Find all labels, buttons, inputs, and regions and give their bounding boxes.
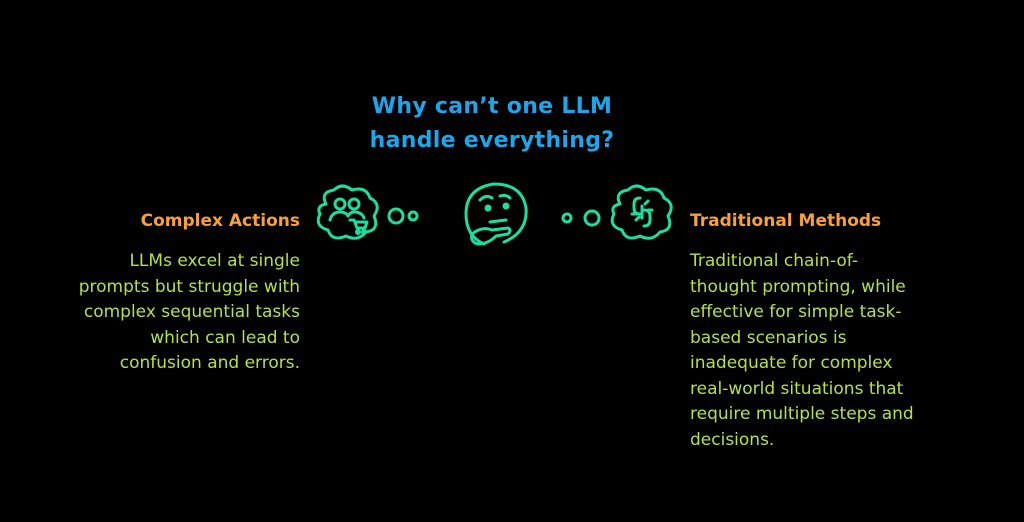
title-line-1: Why can’t one LLM [371, 94, 613, 119]
thinking-hand [470, 226, 512, 246]
thought-dot-small [407, 210, 419, 222]
text-line: inadequate for complex [690, 353, 893, 373]
left-thought-bubble [316, 184, 419, 240]
users-icon-head-1 [333, 197, 347, 211]
complex-actions-heading: Complex Actions [140, 211, 300, 231]
traditional-methods-heading: Traditional Methods [690, 211, 882, 231]
text-line: which can lead to [150, 327, 300, 348]
thought-dot-large [583, 209, 601, 227]
users-icon-head-2 [347, 197, 361, 211]
thought-dot-small [561, 212, 573, 224]
mouth [488, 218, 508, 224]
cloud-outline [316, 184, 379, 240]
text-line: confusion and errors. [119, 353, 300, 373]
text-line: Traditional chain-of- [690, 251, 858, 271]
text-line: effective for simple task- [690, 302, 902, 322]
text-line: complex sequential tasks [83, 302, 300, 322]
thought-dot-large [387, 207, 405, 225]
eyebrow-right [498, 193, 512, 200]
eyebrow-left [478, 194, 494, 202]
text-line: require multiple steps and [690, 404, 914, 424]
title-line-2: handle everything? [369, 128, 615, 153]
traditional-methods-text: Traditional chain-of- thought prompting,… [690, 249, 914, 453]
users-icon-body [328, 210, 366, 222]
right-thought-bubble [561, 184, 673, 240]
text-line: LLMs excel at single [129, 251, 300, 271]
text-line: prompts but struggle with [78, 276, 300, 297]
diagram-title: Why can’t one LLM handle everything? [312, 90, 672, 158]
text-line: real-world situations that [690, 378, 904, 399]
cloud-outline [610, 184, 673, 240]
text-line: decisions. [690, 429, 775, 450]
thinking-face-icon [464, 182, 528, 246]
complex-actions-text: LLMs excel at single prompts but struggl… [79, 249, 300, 377]
face-outline [464, 182, 528, 246]
text-line: based scenarios is [690, 327, 847, 348]
text-line: thought prompting, while [690, 276, 906, 297]
cart-icon [348, 218, 369, 230]
